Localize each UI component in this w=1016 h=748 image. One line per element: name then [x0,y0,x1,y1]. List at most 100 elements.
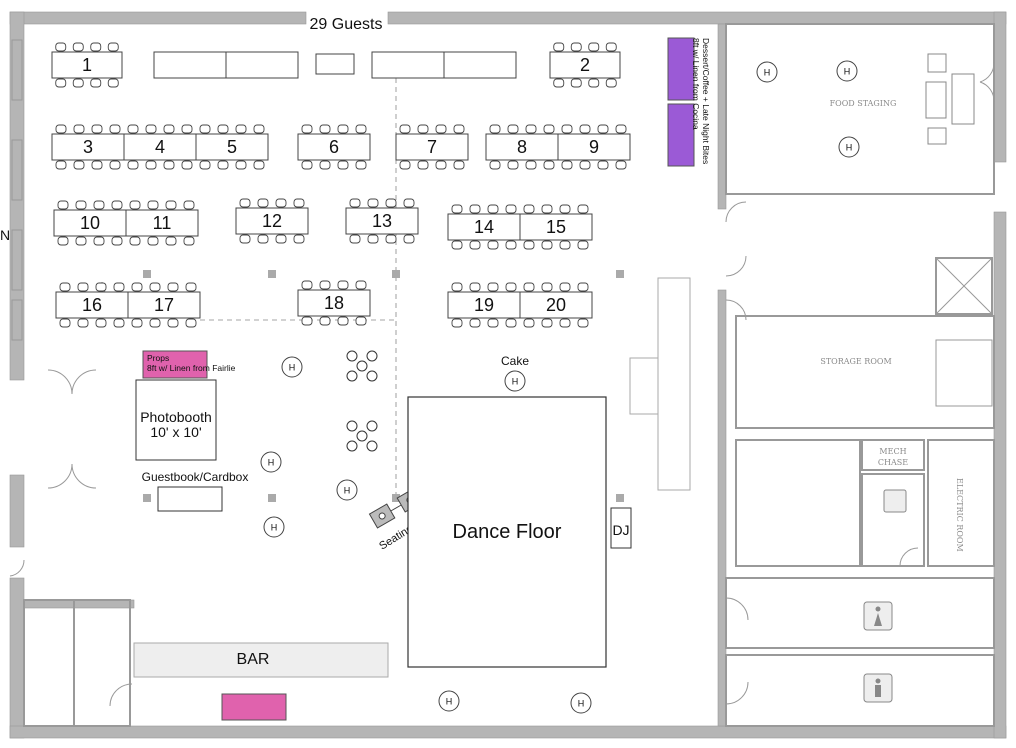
heater-marker: H [836,60,858,82]
chair [95,318,107,328]
chair [337,160,349,170]
chair [469,318,481,328]
chair [275,234,287,244]
chair [355,124,367,134]
chair [399,124,411,134]
table-number: 15 [546,217,566,237]
chair [235,124,247,134]
table-5: 5 [195,124,269,170]
cocktail-tables [346,350,378,452]
cake-label: Cake [501,354,529,368]
dj-booth [610,507,632,549]
chair [109,160,121,170]
chair [167,318,179,328]
chair [559,240,571,250]
chair [561,124,573,134]
chair [543,160,555,170]
table-number: 8 [517,137,527,157]
chair [570,78,582,88]
table-top [345,207,419,235]
chair [75,236,87,246]
chair [541,240,553,250]
table-16: 16 [55,282,129,328]
chair [525,124,537,134]
chair [59,318,71,328]
chair [55,124,67,134]
chair [127,124,139,134]
chair [523,282,535,292]
dj-label: DJ [612,522,629,538]
heater-circle [756,61,778,83]
chair [453,160,465,170]
chair [451,240,463,250]
chair [111,200,123,210]
heater-circle [570,692,592,714]
chair [72,42,84,52]
chair [319,160,331,170]
chair [525,160,537,170]
chair [90,78,102,88]
chair [57,236,69,246]
props-table: Props 8ft w/ Linen from Fairlie [142,350,236,379]
table-top [447,291,521,319]
table-number: 7 [427,137,437,157]
chair [553,42,565,52]
chair [111,236,123,246]
table-top [447,213,521,241]
table-top [485,133,559,161]
table-15: 15 [519,204,593,250]
chair [577,240,589,250]
chair [145,160,157,170]
dessert-line-2: 8ft w/ Linen from Cocina [691,38,701,130]
chair [147,200,159,210]
table-7: 7 [395,124,469,170]
chair [417,124,429,134]
table-top [51,51,123,79]
table-top [235,207,309,235]
table-number: 19 [474,295,494,315]
chair [588,78,600,88]
chair [93,200,105,210]
chair [55,160,67,170]
heater-marker: H [570,692,592,714]
chair [293,198,305,208]
chair [349,234,361,244]
chair [239,198,251,208]
chair [577,318,589,328]
chair [145,124,157,134]
table-10: 10 [53,200,127,246]
chair [577,282,589,292]
food-staging-fixtures [925,53,975,145]
heater-circle [260,451,282,473]
table-3: 3 [51,124,125,170]
chair [507,124,519,134]
table-number: 11 [153,213,172,233]
chair [131,282,143,292]
chair [257,234,269,244]
svg-text:Dessert/Coffee + Late Night Bi: Dessert/Coffee + Late Night Bites 8ft w/… [691,38,711,167]
chair [355,160,367,170]
table-1: 1 [51,42,123,88]
heater-marker: H [838,136,860,158]
chair [181,160,193,170]
table-top [53,209,127,237]
chair [217,160,229,170]
chair [163,160,175,170]
chair [559,318,571,328]
chair [559,204,571,214]
chair [487,240,499,250]
table-17: 17 [127,282,201,328]
table-top [297,289,371,317]
chair [72,78,84,88]
table-number: 3 [83,137,93,157]
restroom-icons [863,489,907,703]
chair [559,282,571,292]
chair [487,204,499,214]
chair [107,42,119,52]
chair [605,42,617,52]
chair [385,198,397,208]
table-top [549,51,621,79]
chair [199,124,211,134]
chair [131,318,143,328]
chair [149,318,161,328]
